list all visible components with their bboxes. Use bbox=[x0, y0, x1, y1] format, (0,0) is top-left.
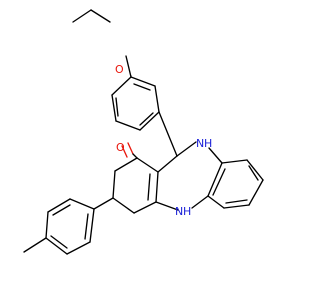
bond-tolyl-f bbox=[89, 208, 95, 243]
bottom-nitrogen-symbol: N bbox=[175, 205, 183, 218]
tolyl-group bbox=[23, 197, 114, 255]
bond-c3-tolyl bbox=[93, 197, 114, 210]
ether-oxygen-symbol: O bbox=[115, 63, 124, 76]
bond-ch3-ch2 bbox=[72, 9, 92, 23]
bond-ring1-inner-3 bbox=[115, 97, 119, 117]
bond-benzo-inner-2 bbox=[248, 165, 259, 181]
bond-benzo-a bbox=[207, 162, 223, 197]
bond-c1-c2 bbox=[114, 157, 138, 172]
bond-ring1-f bbox=[111, 76, 132, 96]
bond-tolyl-a bbox=[69, 198, 95, 210]
bond-ring1-inner-1 bbox=[133, 83, 151, 91]
bond-ring1-d bbox=[115, 120, 141, 131]
bond-c1-o-double-red bbox=[121, 145, 128, 158]
ethoxyphenyl-ring bbox=[111, 76, 160, 131]
ketone-oxygen-symbol: O bbox=[116, 141, 125, 154]
bond-ch2-o bbox=[90, 9, 111, 23]
bond-nh2-aryl bbox=[191, 195, 209, 209]
bond-benzo-c bbox=[246, 159, 264, 181]
bond-tolyl-b bbox=[47, 198, 71, 213]
top-nitrogen-hydrogen: H bbox=[204, 137, 212, 150]
cyclohexenone-ring bbox=[112, 142, 159, 214]
bond-tolyl-inner-3 bbox=[84, 213, 89, 240]
bond-c4a-nh bbox=[155, 201, 179, 211]
ether-oxygen-label: O bbox=[115, 63, 124, 76]
bond-tolyl-inner-2 bbox=[50, 235, 68, 249]
bond-c11a-c1 bbox=[136, 157, 159, 173]
bond-benzo-d bbox=[248, 179, 264, 206]
bond-tolyl-d bbox=[45, 237, 68, 255]
bond-c1-o-red bbox=[127, 142, 134, 155]
bond-benzo-inner-1 bbox=[212, 168, 226, 196]
bond-ring1-c bbox=[139, 111, 160, 131]
bond-ring1-e bbox=[111, 94, 117, 122]
bond-c1-o-black bbox=[132, 153, 138, 159]
bond-benzo-f bbox=[207, 195, 225, 209]
bond-o-aryl bbox=[125, 55, 132, 78]
bond-tolyl-e bbox=[66, 241, 91, 255]
ketone-oxygen-label: O bbox=[116, 141, 125, 154]
bond-ring1-inner-2 bbox=[139, 112, 154, 126]
bond-benzo-inner-3 bbox=[225, 199, 248, 204]
bond-benzo-b bbox=[221, 159, 248, 164]
diazepine-core bbox=[147, 111, 223, 211]
top-nitrogen-symbol: N bbox=[196, 137, 204, 150]
bond-ring1-b bbox=[154, 85, 160, 113]
top-nh-label: N H bbox=[196, 137, 212, 150]
bond-tolyl-methyl bbox=[23, 237, 47, 253]
bond-c11-nh bbox=[176, 141, 197, 157]
bond-c4-c4a bbox=[133, 201, 157, 214]
bond-c11a-c4a bbox=[155, 171, 159, 203]
bond-c11-c11a bbox=[157, 155, 178, 173]
bond-c2-c3 bbox=[112, 170, 116, 199]
bond-aryl-c11 bbox=[158, 111, 178, 157]
benzo-ring bbox=[207, 159, 264, 209]
bond-nh-aryl bbox=[208, 147, 223, 164]
bond-tolyl-inner-1 bbox=[52, 204, 71, 216]
ethoxy-group bbox=[72, 9, 132, 78]
bond-benzo-e bbox=[223, 204, 250, 209]
bond-c11a-c4a-double bbox=[147, 173, 151, 201]
molecule-structure: O O N H N H bbox=[23, 9, 264, 255]
bond-c3-c4 bbox=[112, 197, 135, 214]
bond-tolyl-c bbox=[45, 211, 49, 239]
bond-ring1-a bbox=[130, 76, 156, 87]
bottom-nh-label: N H bbox=[175, 205, 191, 218]
bottom-nitrogen-hydrogen: H bbox=[183, 205, 191, 218]
